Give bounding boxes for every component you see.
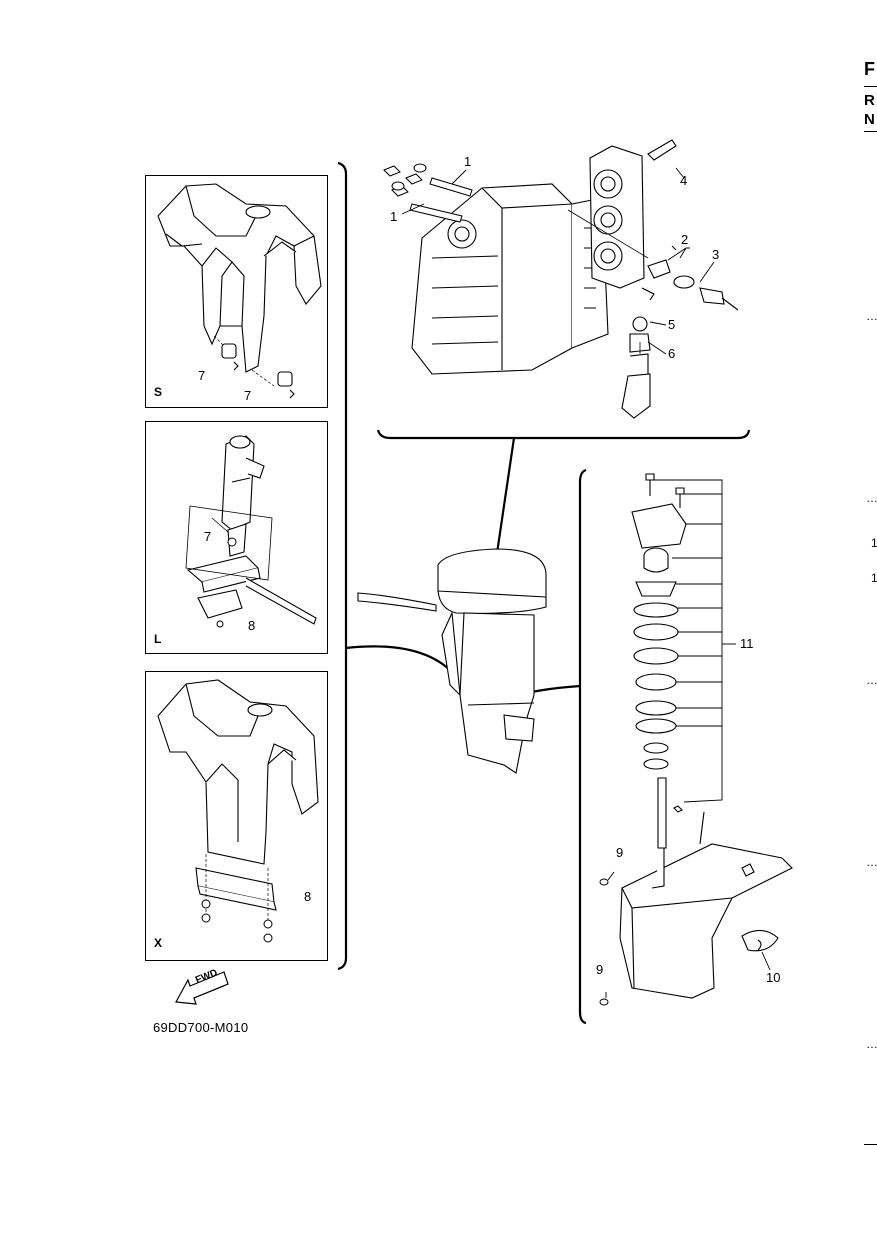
outboard-motor-illustration <box>356 545 556 775</box>
callout-9: 9 <box>616 845 624 860</box>
edge-dots: … <box>866 1037 877 1051</box>
edge-dots: … <box>866 309 877 323</box>
callout-6: 6 <box>668 346 676 361</box>
edge-letter-n: N <box>864 111 875 128</box>
edge-number: 1 <box>871 536 877 550</box>
edge-rule <box>864 86 877 87</box>
callout-10: 10 <box>766 970 781 985</box>
callout-8: 8 <box>248 618 256 633</box>
callout-7: 7 <box>198 368 206 383</box>
panel-label-x: X <box>154 936 163 950</box>
edge-letter-f: F <box>864 59 875 79</box>
edge-rule <box>864 131 877 132</box>
callout-leaders-top <box>0 0 877 440</box>
swivel-bracket-illustration <box>146 176 327 407</box>
callout-2: 2 <box>681 232 689 247</box>
edge-dots: … <box>866 673 877 687</box>
figure-code: 69DD700-M010 <box>153 1020 249 1035</box>
edge-number: 1 <box>871 571 877 585</box>
panel-l: L 7 8 <box>145 421 328 654</box>
edge-letter-r: R <box>864 92 875 109</box>
edge-dots: … <box>866 855 877 869</box>
callout-8: 8 <box>304 889 312 904</box>
panel-s: S 7 7 <box>145 175 328 408</box>
callout-7: 7 <box>244 388 252 403</box>
callout-1: 1 <box>390 209 398 224</box>
powerhead-illustration <box>372 138 752 428</box>
callout-3: 3 <box>712 247 720 262</box>
clamp-bracket-illustration <box>146 672 327 960</box>
callout-5: 5 <box>668 317 676 332</box>
panel-label-l: L <box>154 632 162 646</box>
lower-unit-illustration <box>592 468 812 1008</box>
trim-cylinder-illustration <box>146 422 327 653</box>
edge-rule <box>864 1144 877 1145</box>
callout-4: 4 <box>680 173 688 188</box>
callout-9: 9 <box>596 962 604 977</box>
panel-x: X 8 <box>145 671 328 961</box>
forward-arrow-icon <box>174 968 234 1008</box>
panel-label-s: S <box>154 385 163 399</box>
edge-dots: … <box>866 491 877 505</box>
callout-1: 1 <box>464 154 472 169</box>
callout-7: 7 <box>204 529 212 544</box>
callout-11: 11 <box>740 636 754 651</box>
